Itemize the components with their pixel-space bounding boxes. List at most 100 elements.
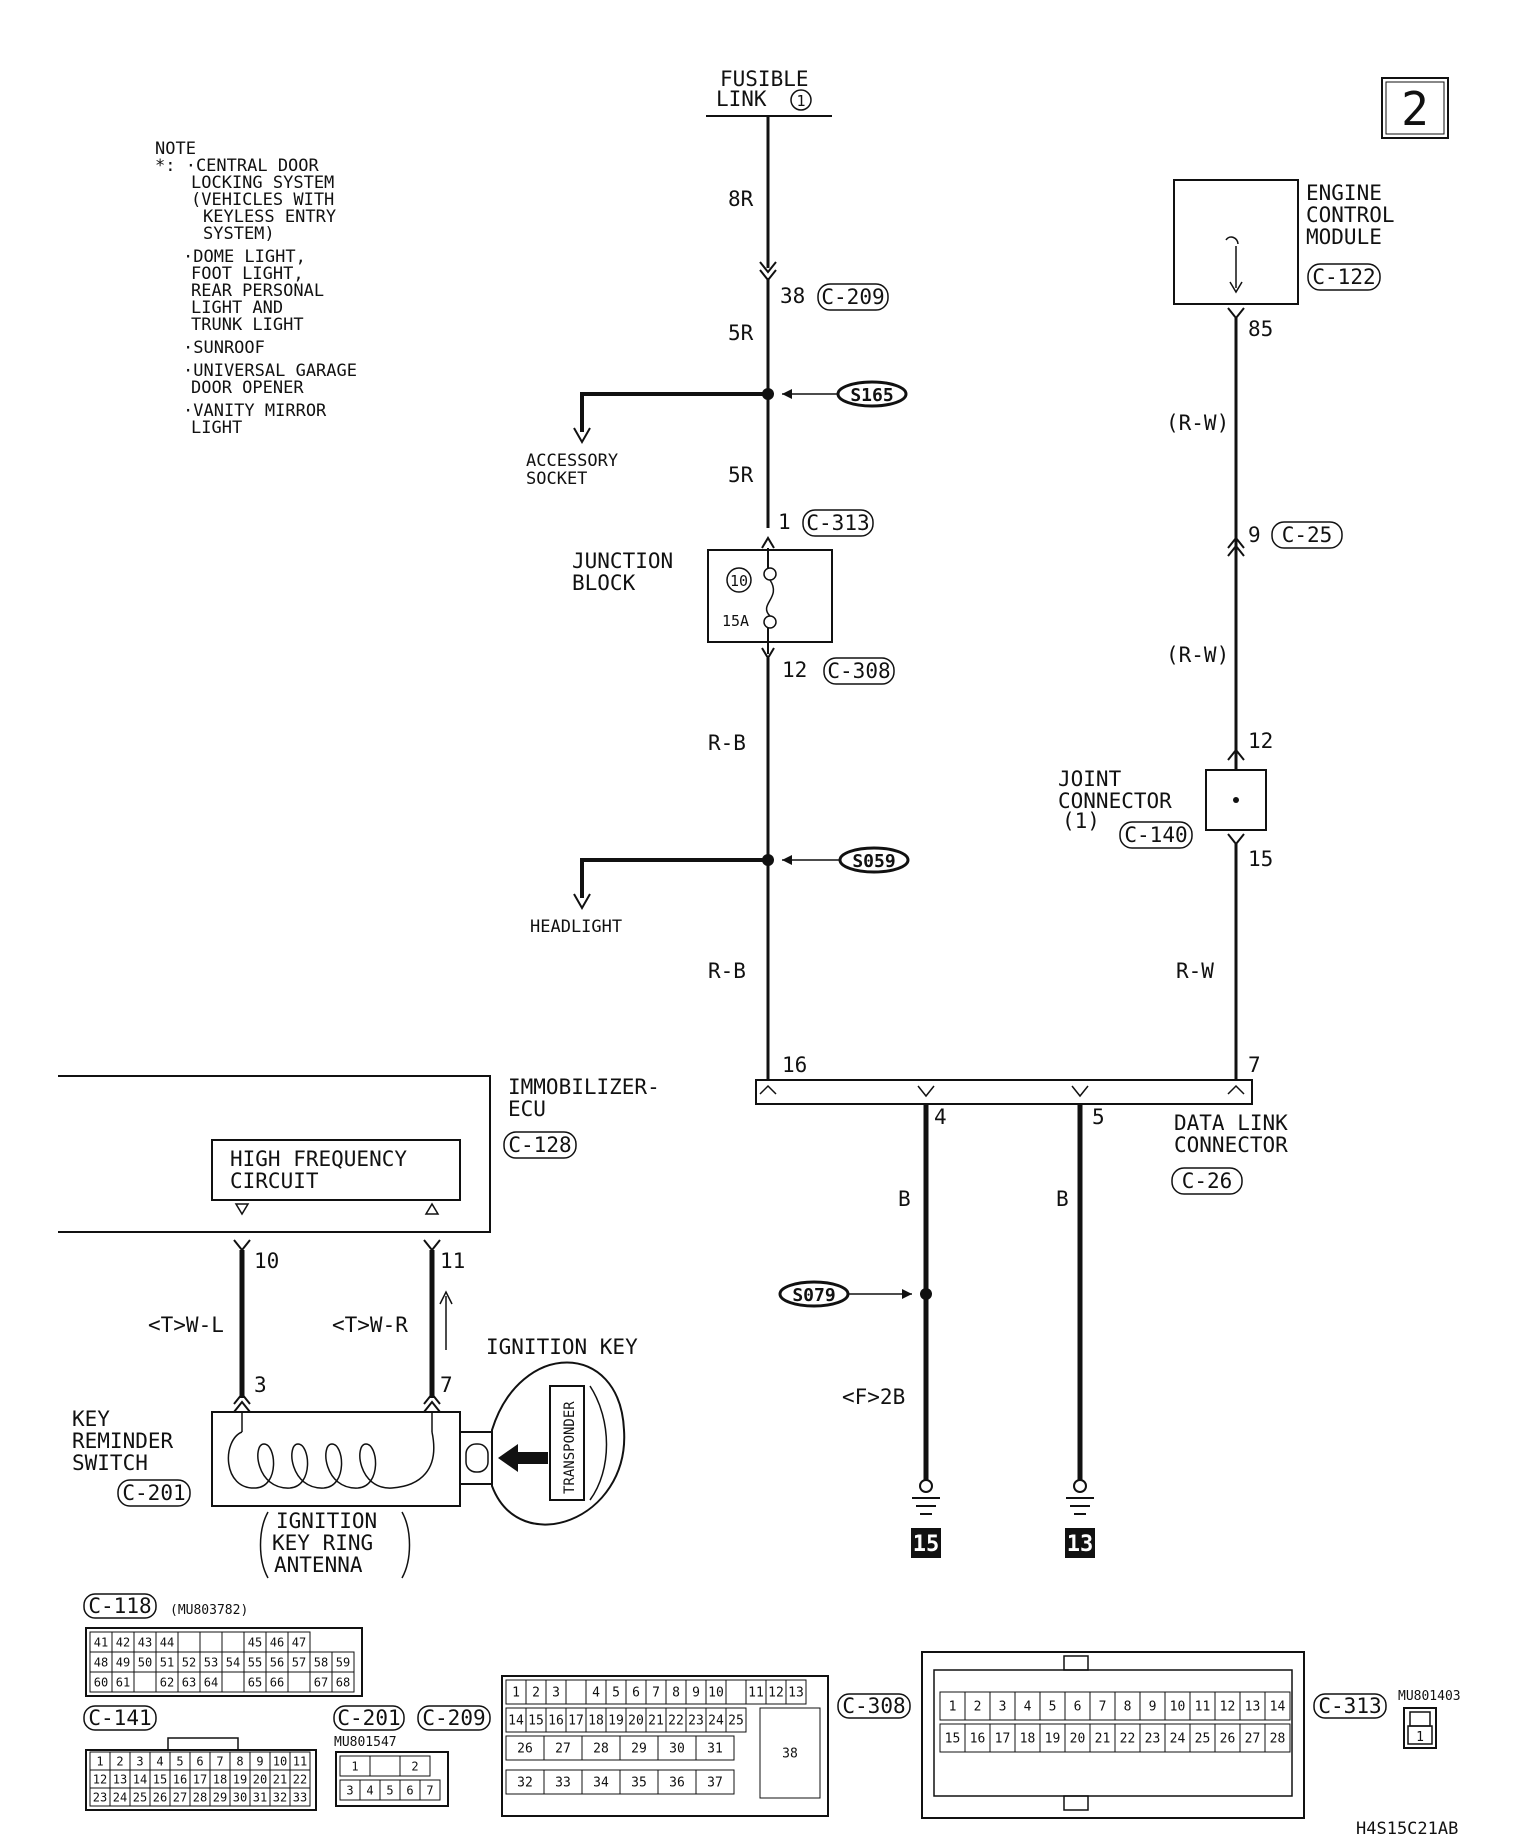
connector-pin-label: 29 bbox=[213, 1790, 227, 1804]
data-link-connector bbox=[755, 1079, 1253, 1105]
connector-pin-label: 12 bbox=[1220, 1700, 1236, 1715]
note-line: (VEHICLES WITH bbox=[191, 190, 334, 210]
splice-s165: S165 bbox=[850, 385, 893, 406]
connector-pin-label: 11 bbox=[293, 1754, 307, 1768]
connector-pin-label: 13 bbox=[788, 1686, 804, 1701]
connector-pin-label: 13 bbox=[113, 1772, 127, 1786]
fusible-link-num-circle bbox=[790, 89, 812, 111]
connector-cell bbox=[369, 1755, 401, 1777]
connector-tag bbox=[1307, 263, 1381, 291]
connector-pin-label: 57 bbox=[292, 1655, 306, 1669]
connector-pin-label: 18 bbox=[588, 1714, 604, 1729]
connector-cell bbox=[1264, 1691, 1291, 1721]
connector-pin-label: 16 bbox=[173, 1772, 187, 1786]
connector-pin-label: 62 bbox=[160, 1675, 174, 1689]
connector-cell bbox=[287, 1671, 311, 1693]
accessory-label: SOCKET bbox=[526, 469, 587, 489]
connector-pin-label: 15 bbox=[153, 1772, 167, 1786]
fusible-link-label: FUSIBLE bbox=[720, 67, 809, 91]
fuse-number-circle bbox=[726, 567, 752, 593]
pin-number: 11 bbox=[440, 1249, 465, 1273]
pin-number: 16 bbox=[782, 1053, 807, 1077]
connector-c308: C-308 bbox=[827, 659, 890, 683]
note-line: ·SUNROOF bbox=[183, 338, 265, 358]
ecm-label: ENGINE bbox=[1306, 181, 1382, 205]
pin-number: 10 bbox=[254, 1249, 279, 1273]
connector-pin-label: 4 bbox=[592, 1686, 600, 1701]
splice-tag bbox=[838, 846, 910, 874]
connector-pin-label: 56 bbox=[270, 1655, 284, 1669]
connector-tag bbox=[83, 1593, 157, 1619]
connector-pin-label: 4 bbox=[366, 1783, 373, 1797]
ground-number: 15 bbox=[913, 1532, 940, 1557]
pin-number: 85 bbox=[1248, 317, 1273, 341]
connector-pin-label: 19 bbox=[608, 1714, 624, 1729]
connector-pin-label: 25 bbox=[1195, 1732, 1211, 1747]
connector-pin-label: 24 bbox=[1170, 1732, 1186, 1747]
krs-label: REMINDER bbox=[72, 1429, 174, 1453]
connector-pin-label: 61 bbox=[116, 1675, 130, 1689]
connector-pin-label: 7 bbox=[652, 1686, 660, 1701]
connector-pin-label: 3 bbox=[136, 1754, 143, 1768]
wire-label: <F>2B bbox=[842, 1385, 905, 1409]
immobilizer-ecu-outline bbox=[58, 1075, 491, 1233]
antenna-label: KEY RING bbox=[272, 1531, 373, 1555]
connector-pin-label: 27 bbox=[173, 1790, 187, 1804]
connector-pin-label: 14 bbox=[508, 1714, 524, 1729]
krs-label: KEY bbox=[72, 1407, 110, 1431]
connector-pin-label: 50 bbox=[138, 1655, 152, 1669]
connector-pin-label: 8 bbox=[672, 1686, 680, 1701]
note-line: FOOT LIGHT, bbox=[191, 264, 304, 284]
pin-number: 7 bbox=[1248, 1053, 1261, 1077]
connector-tag bbox=[333, 1705, 405, 1731]
connector-pin-label: 20 bbox=[253, 1772, 267, 1786]
antenna-label: IGNITION bbox=[276, 1509, 377, 1533]
connector-pin-label: 22 bbox=[293, 1772, 307, 1786]
connector-pin-label: 17 bbox=[995, 1732, 1011, 1747]
connector-pin-label: 7 bbox=[216, 1754, 223, 1768]
connector-pin-label: 34 bbox=[593, 1776, 609, 1791]
pin-number: 4 bbox=[934, 1105, 947, 1129]
transponder-chip bbox=[549, 1385, 585, 1501]
wire-label: 5R bbox=[728, 321, 754, 345]
connector-pin-label: 7 bbox=[1099, 1700, 1107, 1715]
connector-pin-label: 30 bbox=[233, 1790, 247, 1804]
splice-s079-dot bbox=[920, 1288, 932, 1300]
connector-pin-label: 7 bbox=[426, 1783, 433, 1797]
wire-label: 5R bbox=[728, 463, 754, 487]
connector-pin-label: 16 bbox=[548, 1714, 564, 1729]
connector-pin-label: 43 bbox=[138, 1635, 152, 1649]
connector-pin-label: 30 bbox=[669, 1742, 685, 1757]
connector-pin-label: 18 bbox=[213, 1772, 227, 1786]
connector-pin-label: 25 bbox=[133, 1790, 147, 1804]
connector-pin-label: 5 bbox=[386, 1783, 393, 1797]
connector-pin-label: 5 bbox=[1049, 1700, 1057, 1715]
connector-cell bbox=[695, 1769, 735, 1795]
ground-number: 13 bbox=[1067, 1532, 1094, 1557]
connector-pin-label: 21 bbox=[1095, 1732, 1111, 1747]
note-line: LOCKING SYSTEM bbox=[191, 173, 334, 193]
connector-pin-label: 5 bbox=[176, 1754, 183, 1768]
connector-tag bbox=[1171, 1167, 1243, 1195]
connector-tag bbox=[1119, 821, 1193, 849]
connector-pin-label: 64 bbox=[204, 1675, 218, 1689]
connector-pin-label: 21 bbox=[648, 1714, 664, 1729]
connector-pin-label: 12 bbox=[768, 1686, 784, 1701]
connector-pin-label: 12 bbox=[93, 1772, 107, 1786]
connector-cell bbox=[695, 1735, 735, 1761]
connector-pin-label: 44 bbox=[160, 1635, 174, 1649]
c313-pin: 1 bbox=[1416, 1730, 1424, 1745]
wire-label: <T>W-R bbox=[332, 1313, 408, 1337]
connector-pin-label: 48 bbox=[94, 1655, 108, 1669]
connector-pin-label: 8 bbox=[1124, 1700, 1132, 1715]
connector-pin-label: 11 bbox=[1195, 1700, 1211, 1715]
note-line: ·UNIVERSAL GARAGE bbox=[183, 361, 357, 381]
connector-pin-label: 31 bbox=[253, 1790, 267, 1804]
note-line: ·VANITY MIRROR bbox=[183, 401, 327, 421]
connector-pin-label: 6 bbox=[1074, 1700, 1082, 1715]
pin-number: 7 bbox=[440, 1373, 453, 1397]
pin-number: 5 bbox=[1092, 1105, 1105, 1129]
connector-pin-label: 58 bbox=[314, 1655, 328, 1669]
connector-pin-label: 1 bbox=[512, 1686, 520, 1701]
connector-cell bbox=[725, 1707, 747, 1733]
